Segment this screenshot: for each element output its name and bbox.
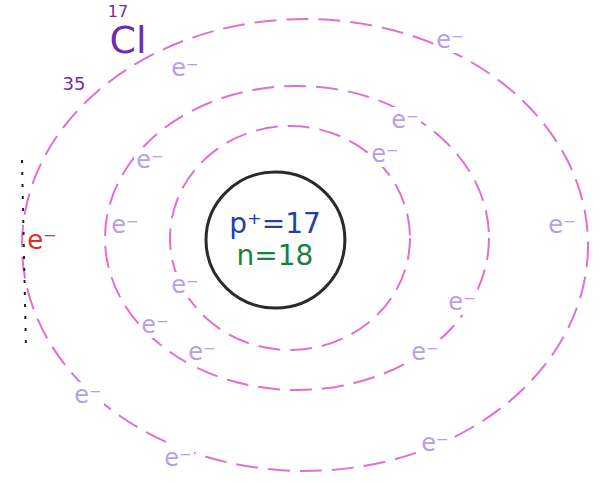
added-electron: e⁻ bbox=[25, 226, 59, 254]
electron: e⁻ bbox=[434, 27, 465, 53]
electron: e⁻ bbox=[389, 107, 420, 133]
atomic-number: 17 bbox=[106, 3, 130, 21]
electron: e⁻ bbox=[546, 212, 577, 238]
electron: e⁻ bbox=[72, 382, 103, 408]
electron: e⁻ bbox=[134, 147, 165, 173]
electron: e⁻ bbox=[369, 141, 400, 167]
neutron-count: n=18 bbox=[237, 240, 314, 272]
nucleus-border bbox=[206, 172, 345, 308]
nucleus-circle: p⁺=17n=18 bbox=[204, 170, 347, 310]
electron: e⁻ bbox=[409, 339, 440, 365]
electron: e⁻ bbox=[186, 339, 217, 365]
electron: e⁻ bbox=[109, 212, 140, 238]
dotted-mark bbox=[22, 160, 26, 350]
proton-count: p⁺=17 bbox=[229, 208, 321, 240]
electron: e⁻ bbox=[139, 312, 170, 338]
element-symbol: Cl bbox=[107, 20, 148, 60]
mass-number: 35 bbox=[61, 74, 88, 94]
middle-shell bbox=[105, 86, 489, 390]
outer-shell bbox=[22, 19, 588, 471]
electron: e⁻ bbox=[169, 55, 200, 81]
electron: e⁻ bbox=[446, 289, 477, 315]
electron: e⁻ bbox=[162, 445, 193, 471]
inner-shell bbox=[170, 126, 410, 350]
electron: e⁻ bbox=[169, 272, 200, 298]
electron: e⁻ bbox=[419, 430, 450, 456]
